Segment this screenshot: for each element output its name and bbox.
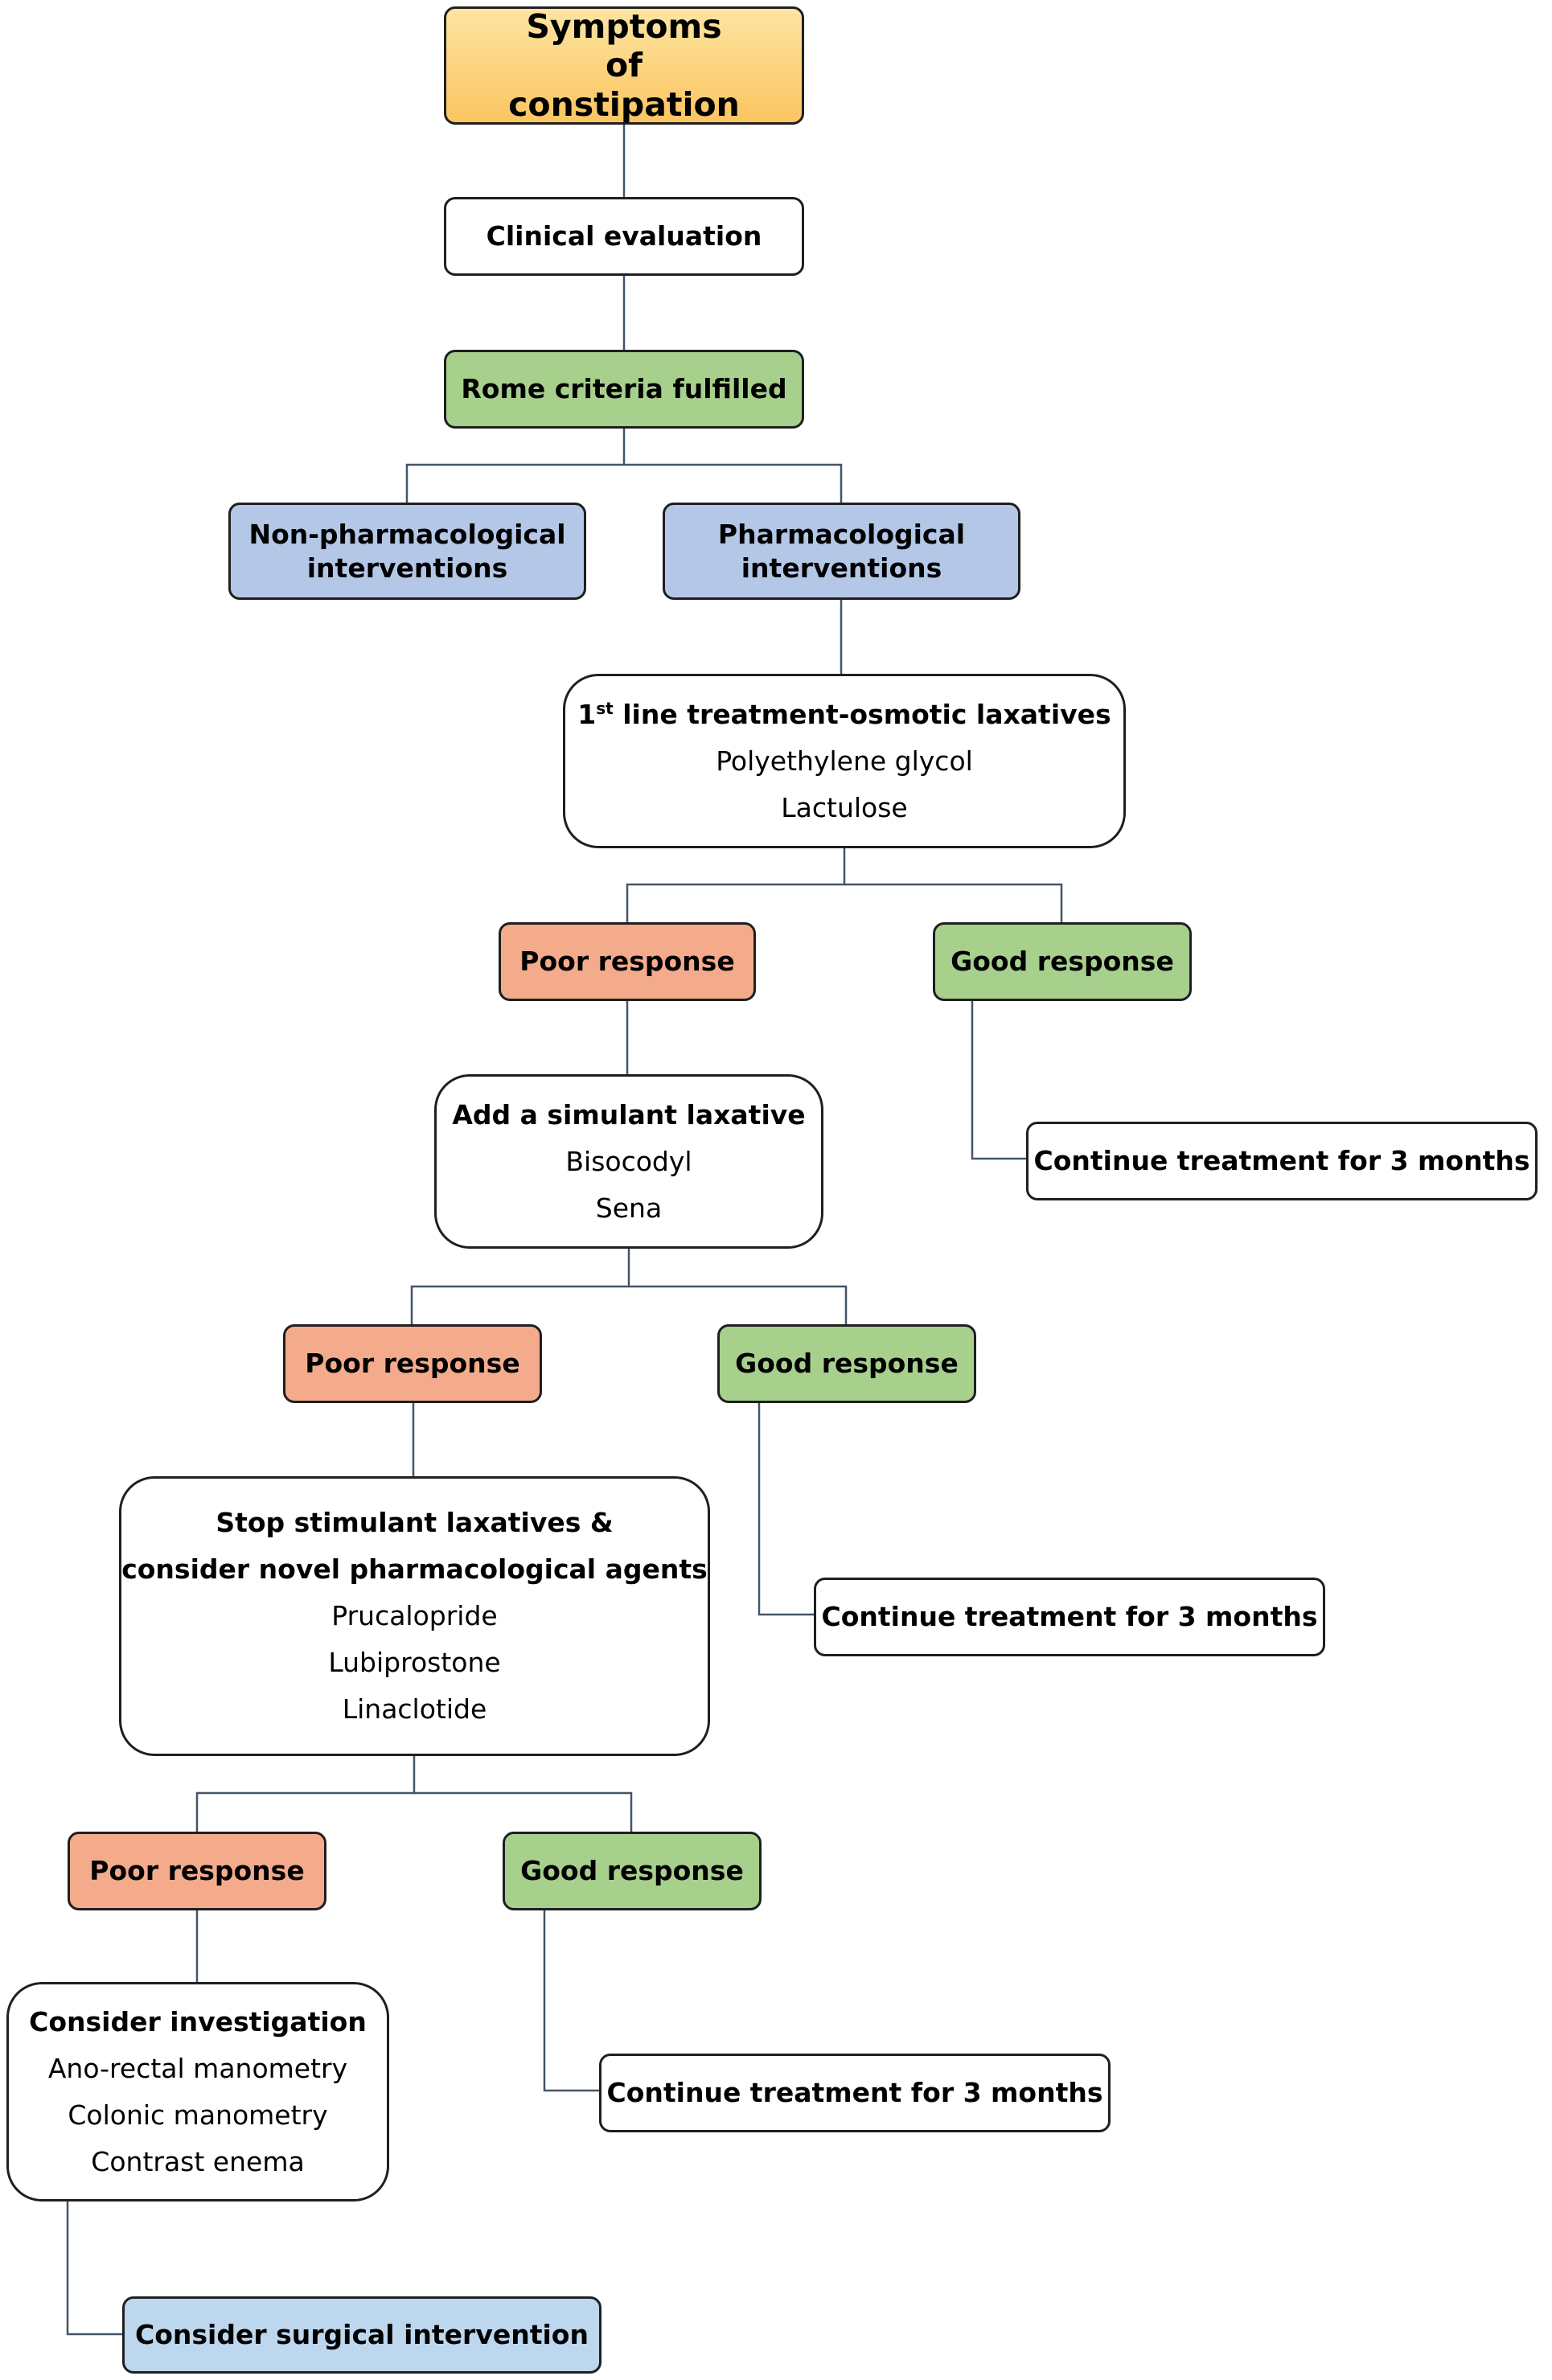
good-response-label: Good response: [735, 1348, 959, 1380]
connector-good1-to-continue: [971, 1001, 1026, 1160]
first-line-title-rest: line treatment-osmotic laxatives: [613, 698, 1111, 730]
connector-novel-split: [195, 1756, 416, 1832]
investigation-item: Colonic manometry: [68, 2099, 328, 2131]
symptoms-node: Symptoms of constipation: [444, 6, 804, 125]
non-pharmacological-label: Non-pharmacological interventions: [248, 519, 566, 584]
connector-stimulant-to-good: [629, 1285, 848, 1324]
surgical-intervention-node: Consider surgical intervention: [122, 2296, 602, 2374]
connector-novel-to-good: [414, 1791, 633, 1832]
stimulant-item: Sena: [595, 1192, 663, 1224]
connector-first-line-split: [626, 848, 846, 922]
novel-item: Prucalopride: [331, 1600, 498, 1631]
first-line-item: Lactulose: [781, 791, 908, 823]
rome-criteria-node: Rome criteria fulfilled: [444, 350, 804, 429]
continue-treatment-node-3: Continue treatment for 3 months: [599, 2054, 1111, 2132]
continue-treatment-node-1: Continue treatment for 3 months: [1026, 1122, 1538, 1200]
rome-criteria-label: Rome criteria fulfilled: [461, 373, 787, 405]
novel-item: Linaclotide: [342, 1693, 487, 1725]
novel-item: Lubiprostone: [328, 1647, 501, 1678]
good-response-label: Good response: [520, 1855, 744, 1887]
clinical-evaluation-label: Clinical evaluation: [486, 220, 762, 252]
stimulant-title: Add a simulant laxative: [452, 1098, 806, 1130]
non-pharmacological-node: Non-pharmacological interventions: [228, 503, 586, 600]
connector-rome-split: [405, 463, 843, 503]
connector-investigation-to-surgical: [66, 2202, 122, 2336]
investigation-node: Consider investigation Ano-rectal manome…: [6, 1982, 389, 2202]
continue-treatment-label: Continue treatment for 3 months: [606, 2077, 1103, 2109]
surgical-intervention-label: Consider surgical intervention: [135, 2319, 589, 2351]
investigation-item: Ano-rectal manometry: [47, 2052, 348, 2084]
symptoms-label: Symptoms of constipation: [508, 6, 740, 124]
connector-good3-to-continue: [543, 1910, 599, 2092]
good-response-label: Good response: [950, 946, 1174, 978]
poor-response-node-1: Poor response: [499, 922, 756, 1001]
first-line-title-sup: st: [596, 698, 614, 718]
connector-good2-to-continue: [758, 1403, 814, 1616]
continue-treatment-label: Continue treatment for 3 months: [821, 1601, 1318, 1633]
first-line-item: Polyethylene glycol: [716, 745, 973, 777]
poor-response-node-2: Poor response: [283, 1324, 542, 1403]
novel-agents-node: Stop stimulant laxatives & consider nove…: [119, 1476, 710, 1756]
good-response-node-2: Good response: [717, 1324, 976, 1403]
stimulant-laxative-node: Add a simulant laxative Bisocodyl Sena: [434, 1074, 823, 1249]
poor-response-label: Poor response: [519, 946, 735, 978]
stimulant-item: Bisocodyl: [565, 1145, 692, 1177]
continue-treatment-label: Continue treatment for 3 months: [1033, 1145, 1530, 1177]
first-line-title-prefix: 1: [577, 698, 597, 730]
first-line-title: 1st line treatment-osmotic laxatives: [577, 691, 1111, 738]
poor-response-label: Poor response: [89, 1855, 305, 1887]
investigation-item: Contrast enema: [91, 2145, 305, 2177]
connector-stimulant-split: [410, 1249, 630, 1324]
continue-treatment-node-2: Continue treatment for 3 months: [814, 1578, 1325, 1656]
novel-title-line2: consider novel pharmacological agents: [121, 1553, 708, 1585]
novel-title-line1: Stop stimulant laxatives &: [216, 1507, 614, 1538]
good-response-node-3: Good response: [503, 1832, 762, 1910]
first-line-treatment-node: 1st line treatment-osmotic laxatives Pol…: [563, 674, 1126, 848]
investigation-title: Consider investigation: [29, 2005, 367, 2037]
poor-response-label: Poor response: [305, 1348, 520, 1380]
good-response-node-1: Good response: [933, 922, 1192, 1001]
connector-first-line-to-good: [844, 883, 1063, 922]
poor-response-node-3: Poor response: [68, 1832, 326, 1910]
clinical-evaluation-node: Clinical evaluation: [444, 197, 804, 276]
pharmacological-node: Pharmacological interventions: [663, 503, 1020, 600]
pharmacological-label: Pharmacological interventions: [717, 519, 966, 584]
